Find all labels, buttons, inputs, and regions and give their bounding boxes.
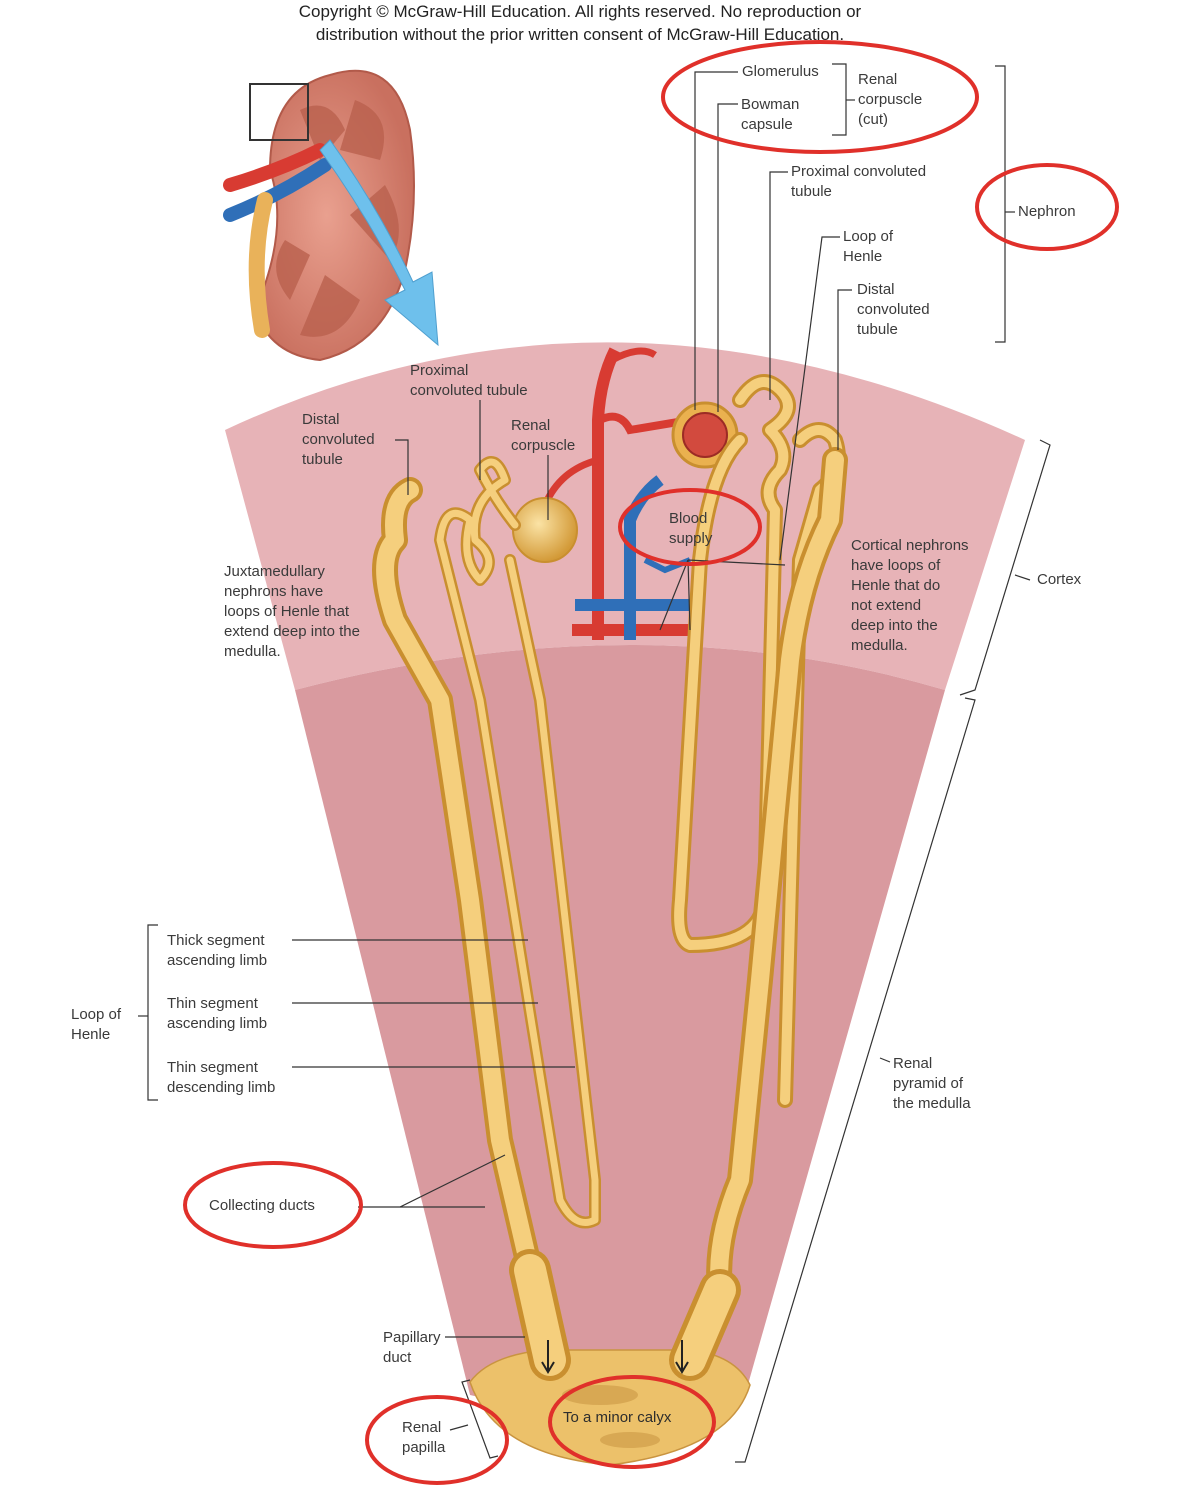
copyright-line-2: distribution without the prior written c… [315, 25, 845, 44]
kidney-pyramid [340, 100, 385, 160]
label-nephron: Nephron [1018, 203, 1076, 220]
kidney-pyramid [300, 105, 345, 160]
kidney-inset [223, 69, 439, 362]
highlight-circles [183, 40, 1119, 1485]
cortical-nephron [669, 374, 848, 1381]
label-cortex: Cortex [1037, 571, 1082, 588]
label-to-minor-calyx: To a minor calyx [563, 1409, 672, 1426]
zoom-arrow-icon [319, 139, 439, 347]
highlight-collecting-ducts [183, 1161, 363, 1249]
label-proximal-convoluted-tubule-left: Proximal convoluted tubule [410, 362, 528, 399]
label-cortical-note: Cortical nephrons have loops of Henle th… [851, 537, 969, 654]
highlight-renal-corpuscle [661, 40, 979, 154]
flow-arrow-icon [541, 1340, 555, 1374]
kidney-pyramid [276, 240, 310, 300]
label-distal-convoluted-tubule-top: Distal convoluted tubule [857, 281, 930, 338]
label-renal-corpuscle-cut: Renal corpuscle (cut) [858, 71, 923, 128]
label-collecting-ducts: Collecting ducts [209, 1197, 315, 1214]
highlight-blood-supply [618, 488, 762, 566]
label-loop-of-henle-left: Loop of Henle [71, 1006, 122, 1043]
label-blood-supply: Blood supply [669, 510, 713, 547]
copyright-line-1: Copyright © McGraw-Hill Education. All r… [298, 2, 862, 21]
highlight-minor-calyx [548, 1375, 716, 1469]
label-thick-segment-ascending: Thick segment ascending limb [167, 932, 268, 969]
label-proximal-convoluted-tubule-top: Proximal convoluted tubule [791, 163, 927, 200]
label-thin-segment-descending: Thin segment descending limb [167, 1059, 276, 1096]
highlight-nephron [975, 163, 1119, 251]
renal-corpuscle-ball [512, 497, 578, 563]
medulla-region [295, 645, 945, 1413]
label-papillary-duct: Papillary duct [383, 1329, 441, 1366]
flow-arrow-icon [675, 1340, 689, 1374]
leader-lines [138, 63, 1051, 1463]
kidney-pyramid [300, 275, 360, 337]
renal-artery [223, 143, 327, 192]
label-loop-of-henle-top: Loop of Henle [843, 228, 894, 265]
highlight-renal-papilla [365, 1395, 509, 1485]
renal-vein [223, 158, 332, 222]
calyx-shadow [600, 1432, 660, 1448]
copyright-notice: Copyright © McGraw-Hill Education. All r… [180, 0, 980, 46]
label-renal-corpuscle-left: Renal corpuscle [511, 417, 576, 454]
calyx-shadow [562, 1385, 638, 1405]
label-renal-papilla: Renal papilla [402, 1419, 446, 1456]
label-bowman-capsule: Bowman capsule [741, 96, 800, 133]
label-renal-pyramid: Renal pyramid of the medulla [893, 1055, 971, 1112]
juxtamedullary-nephron [372, 456, 601, 1381]
label-juxtamedullary-note: Juxtamedullary nephrons have loops of He… [224, 563, 360, 660]
label-glomerulus: Glomerulus [742, 63, 819, 80]
ureter [248, 192, 273, 338]
inset-box [249, 83, 309, 141]
label-distal-convoluted-tubule-left: Distal convoluted tubule [302, 411, 375, 468]
label-thin-segment-ascending: Thin segment ascending limb [167, 995, 268, 1032]
